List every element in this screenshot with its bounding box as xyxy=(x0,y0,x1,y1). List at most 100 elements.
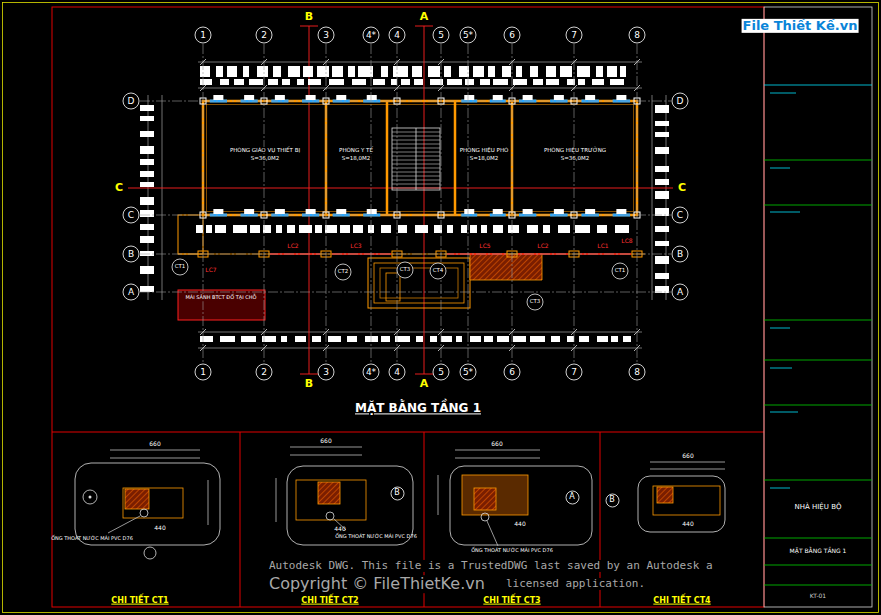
dimension-block xyxy=(282,79,290,85)
dimension-block xyxy=(243,66,249,77)
dimension-block xyxy=(391,79,397,85)
bubble-circle xyxy=(335,264,351,280)
dimension-block xyxy=(560,66,572,77)
dimension-block xyxy=(317,66,329,77)
axis-label: 5* xyxy=(463,368,473,377)
axis-bubble: A xyxy=(565,490,580,505)
pipe-note: ỐNG THOÁT NƯỚC MÁI PVC D76 xyxy=(335,534,417,540)
axis-label: B xyxy=(394,489,400,497)
dimension-block xyxy=(615,225,629,233)
wall-tag xyxy=(336,209,346,214)
dimension-block xyxy=(140,251,154,256)
dimension-block xyxy=(328,336,341,342)
callout-number: CT3 xyxy=(530,299,541,305)
dimension-block xyxy=(206,225,212,233)
dimension-block xyxy=(579,336,589,342)
dimension-block xyxy=(140,197,154,205)
axis-label: 3 xyxy=(323,368,329,377)
dimension-block xyxy=(558,225,570,233)
bubble-circle xyxy=(172,259,188,275)
windows xyxy=(210,101,630,215)
axis-bubble: A xyxy=(671,283,689,301)
dimension-block xyxy=(241,336,256,342)
dimension-block xyxy=(465,79,474,85)
dimension-block xyxy=(655,147,669,154)
stair xyxy=(392,132,440,188)
bubble-circle xyxy=(566,364,582,380)
section-mark: C xyxy=(678,182,686,194)
bubble-circle xyxy=(460,27,476,43)
dimension-lines xyxy=(148,62,666,348)
dimension-block xyxy=(546,79,559,85)
dimension: 660 xyxy=(320,438,331,445)
dimension-block xyxy=(610,79,624,85)
wall-tag xyxy=(493,95,503,100)
dimension-block xyxy=(393,66,408,77)
axis-bubble: 4* xyxy=(362,363,380,381)
bubble-circle xyxy=(256,27,272,43)
axis-bubble: 8 xyxy=(628,363,646,381)
dimension-block xyxy=(401,79,410,85)
dimension-block xyxy=(502,66,511,77)
dimension-block xyxy=(268,79,278,85)
wall-tag xyxy=(523,209,533,214)
axis-bubble: 4 xyxy=(388,26,406,44)
wall-tag xyxy=(275,209,285,214)
dimension-block xyxy=(480,79,490,85)
dimension-block xyxy=(234,79,244,85)
dimension-block xyxy=(578,79,585,85)
axis-bubble: B xyxy=(605,493,620,508)
column-detail xyxy=(438,450,592,546)
detail-title: CHI TIẾT CT2 xyxy=(301,597,358,606)
wall-tag xyxy=(367,209,377,214)
dimension-block xyxy=(655,273,669,279)
dimension-block xyxy=(488,66,495,77)
axis-label: B xyxy=(677,250,683,259)
stair-step xyxy=(392,184,440,185)
grid-line xyxy=(441,44,442,363)
dimension-block xyxy=(140,171,154,177)
column-callout: CT3 xyxy=(396,261,414,279)
title-block xyxy=(764,7,872,607)
dimension-block xyxy=(508,225,519,233)
bubble-circle xyxy=(504,364,520,380)
dimension-block xyxy=(414,79,423,85)
wall-tag xyxy=(585,209,595,214)
axis-label: C xyxy=(128,211,134,220)
dimension-block xyxy=(216,66,223,77)
callout-number: CT3 xyxy=(400,267,411,273)
dimension-block xyxy=(493,225,503,233)
axis-bubble: 8 xyxy=(628,26,646,44)
dimension-block xyxy=(497,336,509,342)
detail-title: CHI TIẾT CT4 xyxy=(653,597,710,606)
dimension-block xyxy=(348,66,355,77)
axis-label: 2 xyxy=(261,31,267,40)
axis-label: A xyxy=(128,288,134,297)
dimension-block xyxy=(308,79,321,85)
dimension-block xyxy=(276,225,282,233)
dimension-block xyxy=(140,286,154,292)
dimension-block xyxy=(481,225,487,233)
axis-bubble: 5 xyxy=(432,363,450,381)
dimension-block xyxy=(257,66,268,77)
grid-line xyxy=(140,215,671,216)
dimension-block xyxy=(551,336,560,342)
dimension-block xyxy=(596,66,603,77)
axis-label: 7 xyxy=(571,31,577,40)
drawing-frame xyxy=(52,7,764,607)
dimension-block xyxy=(303,66,313,77)
dimension-block xyxy=(227,66,237,77)
dimension-block xyxy=(332,66,343,77)
room-area: S=18,0M2 xyxy=(341,155,372,161)
axis-label: 6 xyxy=(509,31,515,40)
stair-step xyxy=(392,148,440,149)
dimension-block xyxy=(140,116,154,121)
dimension-block xyxy=(281,336,287,342)
axis-label: 3 xyxy=(323,31,329,40)
bubble-circle xyxy=(363,27,379,43)
room-name: PHÒNG Y TẾ xyxy=(338,147,374,153)
dimension: 440 xyxy=(334,526,345,533)
dimension-block xyxy=(381,66,388,77)
axis-bubble: C xyxy=(671,206,689,224)
